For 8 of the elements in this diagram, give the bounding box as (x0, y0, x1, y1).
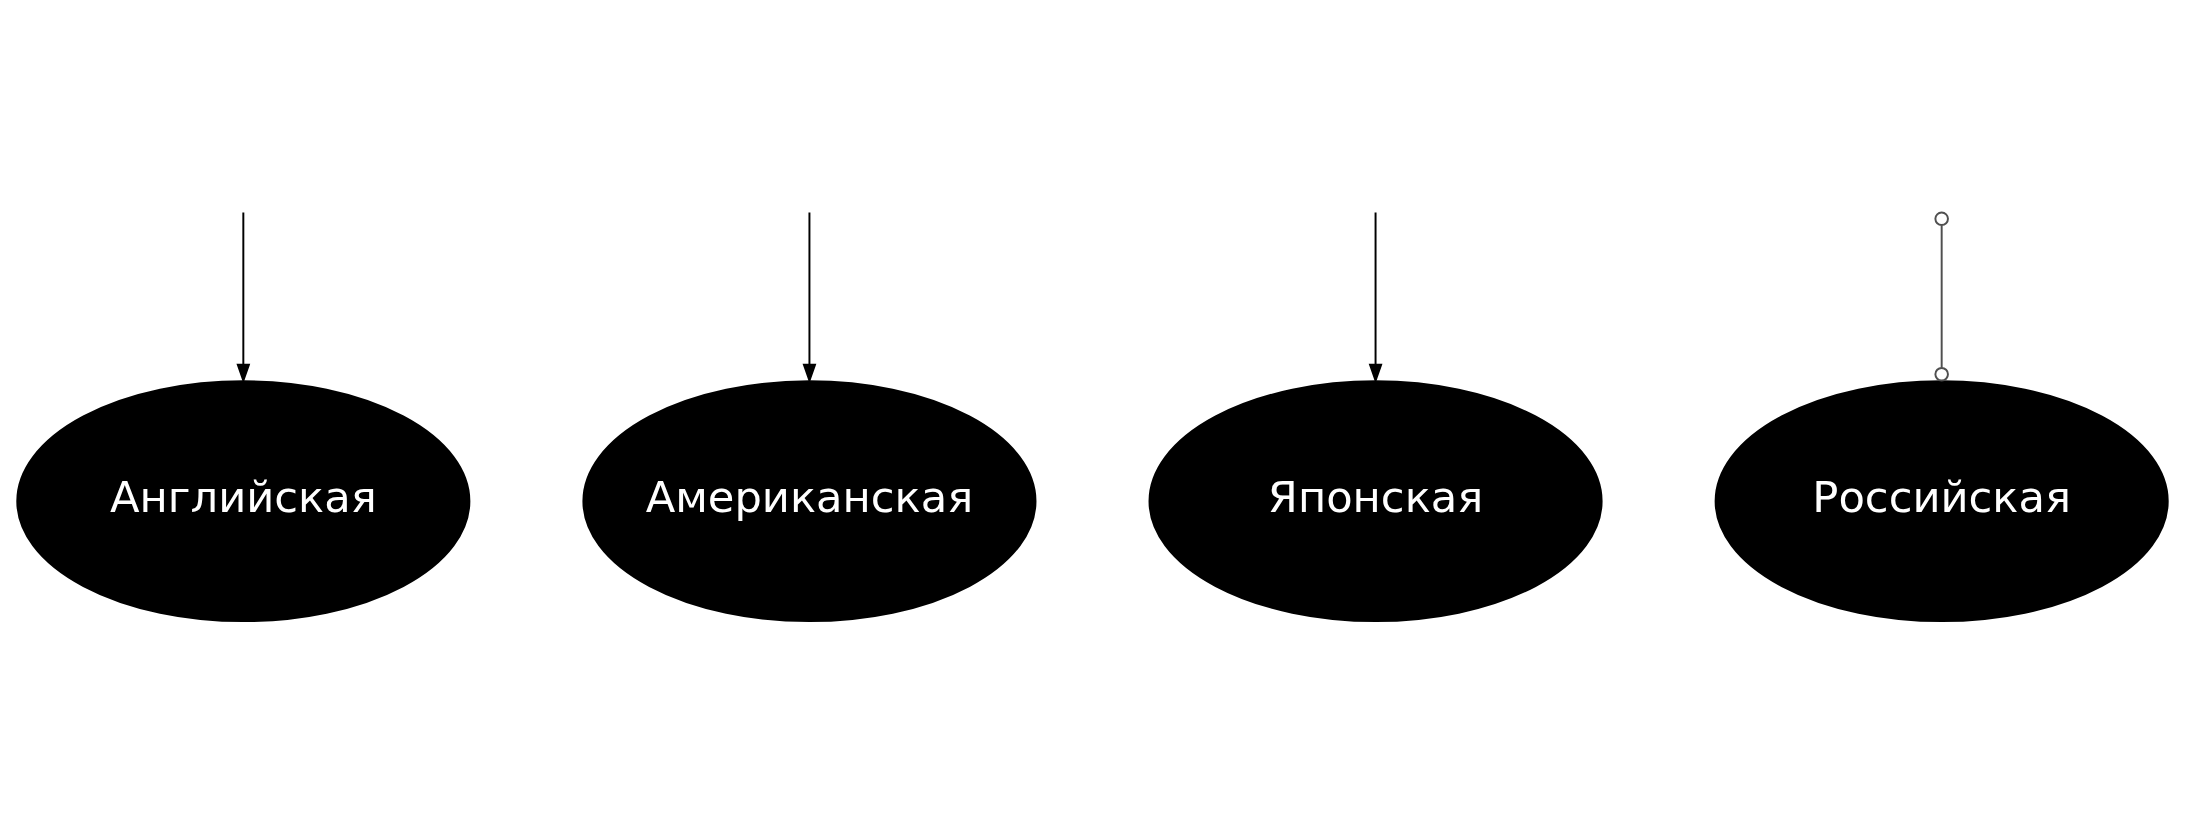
arrow (802, 211, 817, 384)
arrow (1368, 211, 1383, 384)
node-ellipse: Английская (16, 380, 471, 623)
arrow (236, 211, 251, 384)
node-ellipse: Японская (1148, 380, 1603, 623)
node-ellipse: Российская (1714, 380, 2169, 623)
connector (1940, 224, 1943, 369)
node-ellipse: Американская (582, 380, 1037, 623)
